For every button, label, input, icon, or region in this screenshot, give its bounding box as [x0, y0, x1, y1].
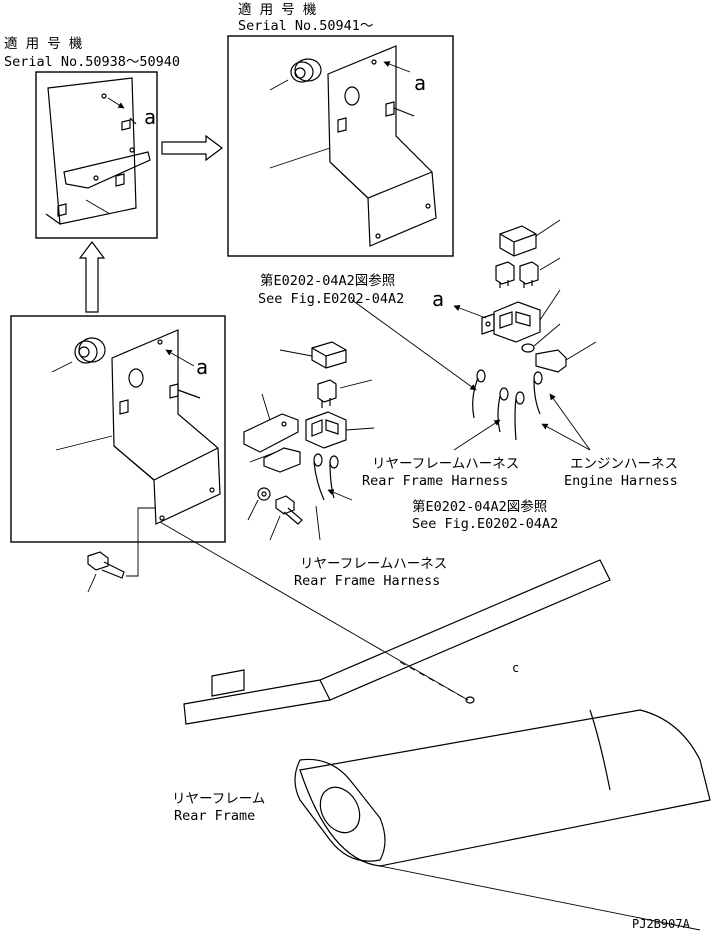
main-inset-frame — [10, 315, 226, 543]
ref-top-en: See Fig.E0202-04A2 — [258, 291, 404, 307]
old-bracket-plate — [47, 77, 137, 225]
new-serial-inset: 適 用 号 機 Serial No.50941～ a — [227, 1, 454, 257]
washer-right — [521, 343, 535, 353]
marker-c: c — [512, 661, 519, 675]
harness-wires-right — [472, 377, 541, 441]
rear-frame: c リヤーフレーム Rear Frame — [159, 521, 711, 931]
bracket-plate-mid-1 — [243, 413, 299, 453]
ref-mid-en: See Fig.E0202-04A2 — [412, 516, 558, 532]
old-inset-frame — [35, 71, 158, 239]
ref-top-jp: 第E0202-04A2図参照 — [260, 272, 395, 289]
washer-mid — [257, 487, 271, 501]
marker-a-new: a — [414, 71, 426, 95]
grommet-new — [290, 58, 322, 83]
figure-code: PJ2B907A — [632, 917, 691, 931]
marker-a-old: a — [144, 105, 156, 129]
new-inset-frame — [227, 35, 454, 257]
engine-harness-en: Engine Harness — [564, 473, 678, 489]
arrow-right — [161, 134, 223, 162]
arrow-up — [78, 241, 106, 313]
rear-frame-harness-left-jp: リヤーフレームハーネス — [300, 556, 447, 572]
rear-frame-label-en: Rear Frame — [174, 808, 255, 824]
ref-mid-jp: 第E0202-04A2図参照 — [412, 498, 547, 515]
marker-a-main: a — [196, 355, 208, 379]
bolt-lower-left — [87, 507, 156, 593]
bolt-right — [535, 349, 567, 373]
main-bracket-box: a — [10, 315, 226, 543]
frame-tube — [299, 709, 711, 867]
rear-frame-harness-right-en: Rear Frame Harness — [362, 473, 508, 489]
marker-a-right: a — [432, 287, 444, 311]
harness-wires-mid — [313, 461, 335, 501]
relay-mid — [317, 379, 337, 403]
engine-harness-jp: エンジンハーネス — [570, 456, 678, 472]
bracket-plate-mid-2 — [263, 447, 301, 473]
rear-frame-harness-right-jp: リヤーフレームハーネス — [372, 456, 519, 472]
new-serial-title: 適 用 号 機 — [238, 1, 317, 18]
grommet-main — [74, 337, 106, 364]
relay-parts-right: a — [432, 219, 597, 441]
old-serial-inset: 適 用 号 機 Serial No.50938～50940 a — [4, 35, 180, 239]
rear-frame-harness-left-en: Rear Frame Harness — [294, 573, 440, 589]
relay-parts-mid — [243, 341, 375, 541]
rear-frame-label-jp: リヤーフレーム — [172, 791, 265, 807]
old-serial-title: 適 用 号 機 — [4, 35, 83, 52]
bolt-mid — [275, 495, 303, 525]
new-serial-range: Serial No.50941～ — [238, 18, 373, 34]
old-serial-range: Serial No.50938～50940 — [4, 54, 180, 70]
old-bracket-shelf — [63, 151, 151, 189]
